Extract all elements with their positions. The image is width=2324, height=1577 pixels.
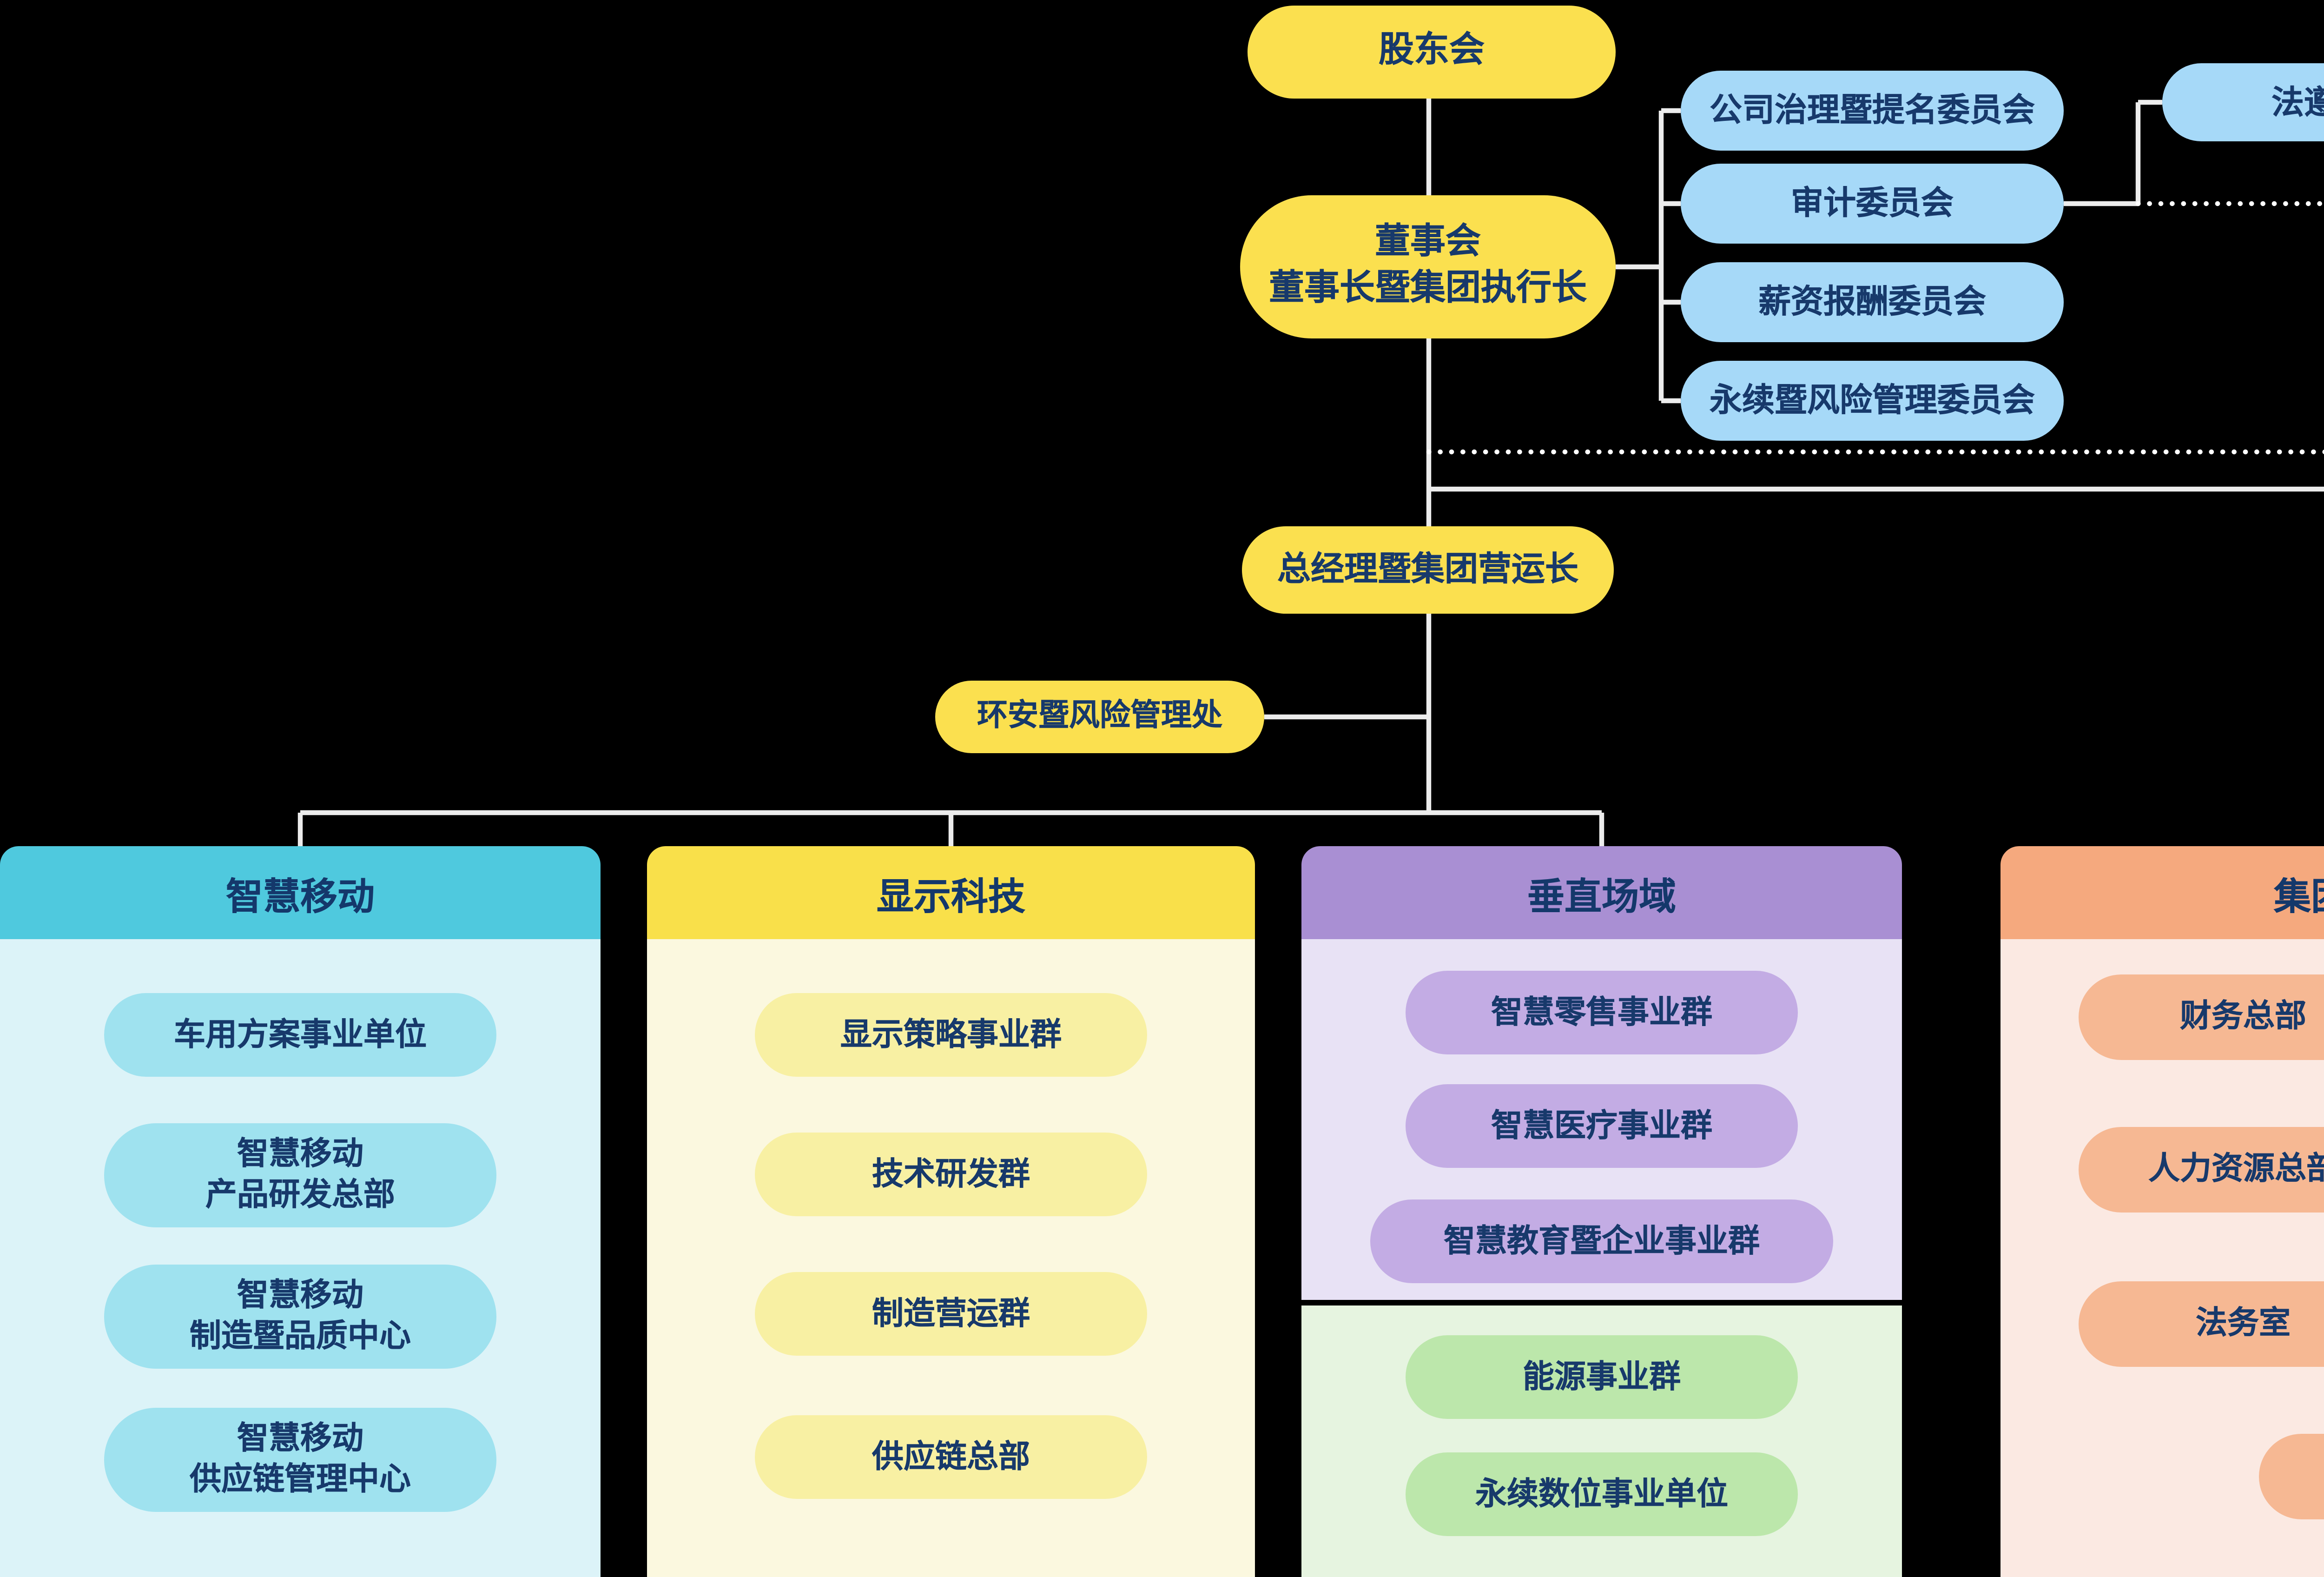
node-smart-medical-group: 智慧医疗事业群 <box>1406 1084 1798 1168</box>
node-shareholders: 股东会 <box>1248 6 1616 99</box>
node-mobility-supply-chain-center: 智慧移动 供应链管理中心 <box>104 1408 496 1512</box>
node-board: 董事会 董事长暨集团执行长 <box>1240 195 1616 338</box>
node-internal-audit-office: 稽核管理处 <box>2259 1434 2324 1519</box>
node-human-resources-hq: 人力资源总部 <box>2079 1127 2324 1213</box>
node-mobility-mfg-quality-center: 智慧移动 制造暨品质中心 <box>104 1265 496 1369</box>
group-header-vertical-domains: 垂直场域 <box>1301 846 1902 939</box>
line-board-support-branch <box>1429 486 2324 492</box>
node-automotive-solutions-unit: 车用方案事业单位 <box>104 993 496 1077</box>
node-committee-compensation: 薪资报酬委员会 <box>1681 262 2064 342</box>
node-mobility-product-rd-hq: 智慧移动 产品研发总部 <box>104 1123 496 1227</box>
node-committee-governance-nomination: 公司治理暨提名委员会 <box>1681 71 2064 151</box>
dotted-compliance-trunk <box>1426 449 2324 455</box>
group-header-display-technology: 显示科技 <box>647 846 1255 939</box>
node-finance-hq: 财务总部 <box>2079 974 2324 1060</box>
node-legal-office: 法务室 <box>2079 1281 2324 1367</box>
node-manufacturing-operations-group: 制造营运群 <box>755 1272 1147 1356</box>
node-smart-education-enterprise-group: 智慧教育暨企业事业群 <box>1370 1199 1833 1283</box>
node-energy-business-group: 能源事业群 <box>1406 1335 1798 1419</box>
node-committee-sustainability-risk: 永续暨风险管理委员会 <box>1681 361 2064 441</box>
node-supply-chain-hq: 供应链总部 <box>755 1415 1147 1499</box>
node-smart-retail-group: 智慧零售事业群 <box>1406 971 1798 1054</box>
group-header-smart-mobility: 智慧移动 <box>0 846 601 939</box>
node-technology-rd-group: 技术研发群 <box>755 1133 1147 1216</box>
node-sustainable-digital-unit: 永续数位事业单位 <box>1406 1452 1798 1536</box>
node-committee-audit: 审计委员会 <box>1681 164 2064 244</box>
group-header-operations-support: 集团营运支援单位 <box>2000 846 2324 939</box>
node-president-coo: 总经理暨集团营运长 <box>1242 526 1614 614</box>
node-ehs-risk-office: 环安暨风险管理处 <box>935 681 1264 753</box>
line-board-committees-bracket <box>1616 108 1681 404</box>
node-chief-compliance-counsel: 法遵总顾问 <box>2162 63 2324 141</box>
line-groups-branch <box>297 810 1604 848</box>
line-audit-compliance <box>2064 99 2162 206</box>
node-display-strategy-group: 显示策略事业群 <box>755 993 1147 1077</box>
